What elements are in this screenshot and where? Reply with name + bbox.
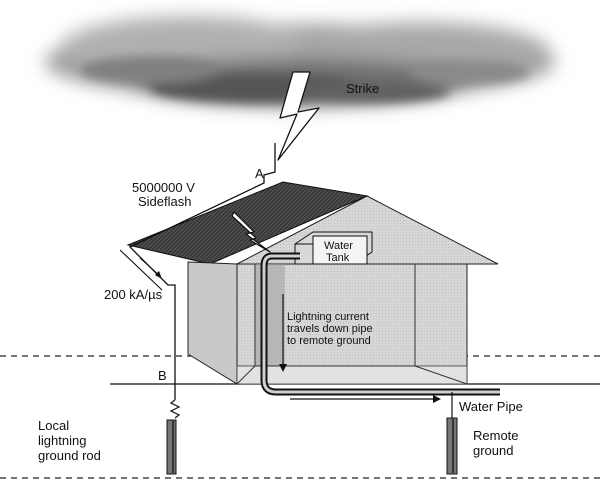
- water-tank-label-line2: Tank: [326, 252, 350, 264]
- rate-label: 200 kA/µs: [104, 287, 163, 302]
- local-ground-label-line2: lightning: [38, 433, 86, 448]
- local-ground-rod: [166, 419, 177, 475]
- sideflash-label: Sideflash: [138, 194, 191, 209]
- water-tank: [294, 231, 373, 265]
- current-label-line1: Lightning current: [287, 311, 369, 323]
- local-ground-label-line1: Local: [38, 418, 69, 433]
- roof: [126, 181, 369, 265]
- lightning-bolt-sideflash: [231, 211, 271, 253]
- point-a-label: A: [255, 166, 264, 181]
- local-ground-label-line3: ground rod: [38, 448, 101, 463]
- water-pipe-label: Water Pipe: [459, 399, 523, 414]
- water-pipe: [260, 252, 500, 396]
- rate-arrow: [139, 257, 162, 279]
- current-label-line3: to remote ground: [287, 335, 371, 347]
- current-flow-arrow-down: [279, 294, 287, 372]
- remote-ground-label-line2: ground: [473, 443, 513, 458]
- current-flow-arrow-right: [290, 395, 441, 403]
- remote-ground-label-line1: Remote: [473, 428, 519, 443]
- resistor-symbol: [169, 399, 181, 419]
- house: [126, 181, 499, 385]
- lightning-bolt-strike: [277, 71, 320, 161]
- strike-label: Strike: [346, 81, 379, 96]
- water-tank-label-line1: Water: [324, 240, 353, 252]
- current-label-line2: travels down pipe: [287, 323, 373, 335]
- down-conductor: [119, 143, 276, 400]
- voltage-label: 5000000 V: [132, 180, 195, 195]
- point-b-label: B: [158, 368, 167, 383]
